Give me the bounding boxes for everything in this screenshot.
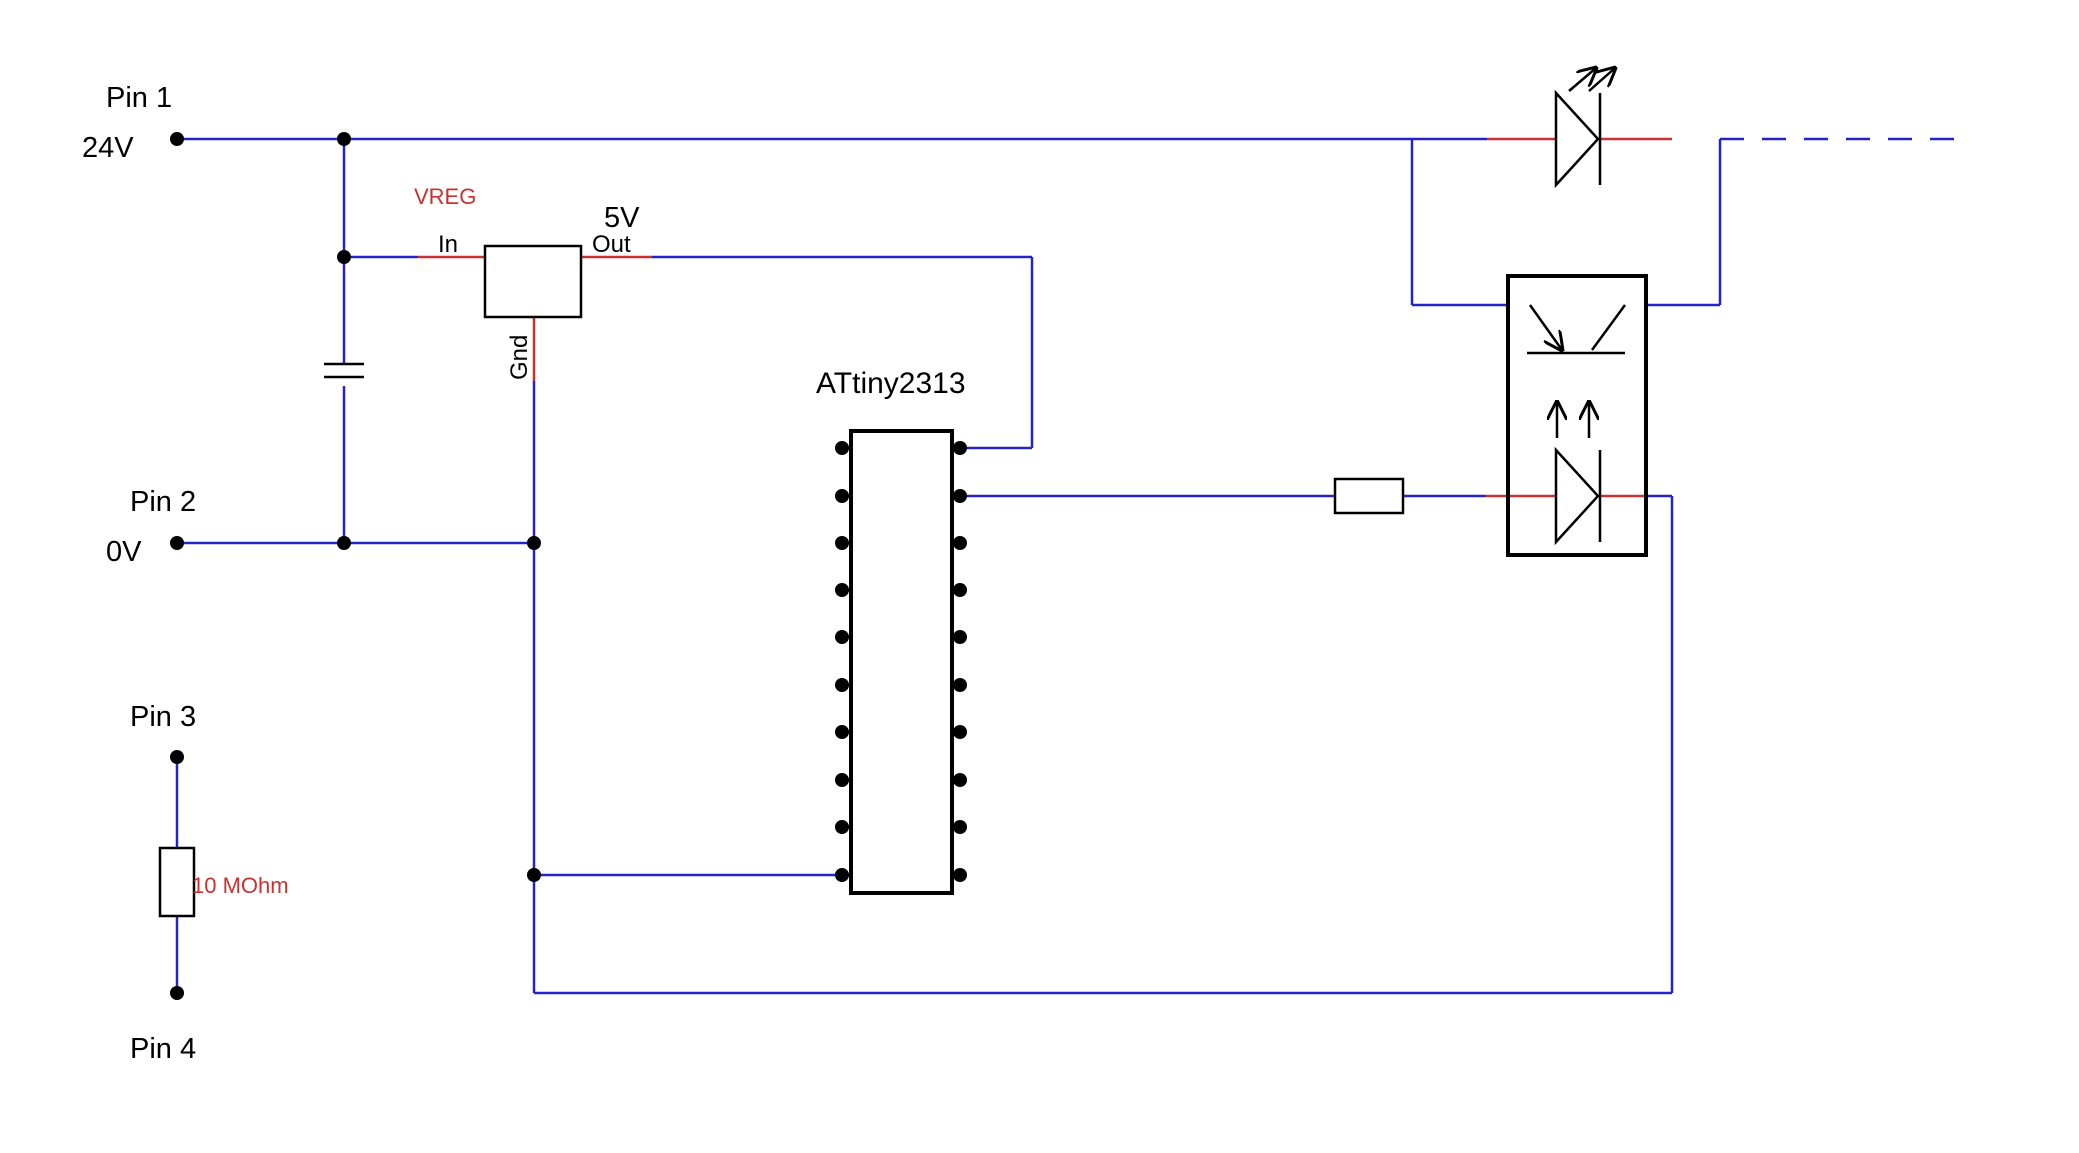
terminal-pin2	[170, 536, 184, 550]
component-leads	[418, 137, 1672, 498]
terminal-pin3	[170, 750, 184, 764]
vreg-in-label: In	[438, 231, 458, 258]
wires	[175, 137, 1960, 995]
pin1-voltage-label: 24V	[82, 132, 134, 164]
capacitor-icon	[324, 362, 364, 379]
pin4-label: Pin 4	[130, 1033, 196, 1065]
terminal-pin4	[170, 986, 184, 1000]
mcu-name-label: ATtiny2313	[816, 367, 966, 400]
junction-dots	[170, 132, 541, 1000]
vreg-out-voltage-label: 5V	[604, 202, 640, 234]
resistor-10mohm-icon	[158, 846, 196, 918]
resistor-icon	[1333, 477, 1405, 515]
resistor-value-label: 10 MOhm	[192, 873, 289, 898]
dip-ic-icon	[835, 429, 967, 895]
pin2-voltage-label: 0V	[106, 536, 142, 568]
vreg-gnd-label: Gnd	[506, 335, 533, 380]
pin2-label: Pin 2	[130, 486, 196, 518]
optocoupler-icon	[1506, 274, 1648, 557]
vreg-out-label: Out	[592, 231, 631, 258]
pin3-label: Pin 3	[130, 701, 196, 733]
terminal-pin1	[170, 132, 184, 146]
led-icon	[1554, 68, 1615, 189]
pin1-label: Pin 1	[106, 82, 172, 114]
voltage-regulator-icon	[483, 244, 583, 319]
vreg-name-label: VREG	[414, 184, 476, 209]
